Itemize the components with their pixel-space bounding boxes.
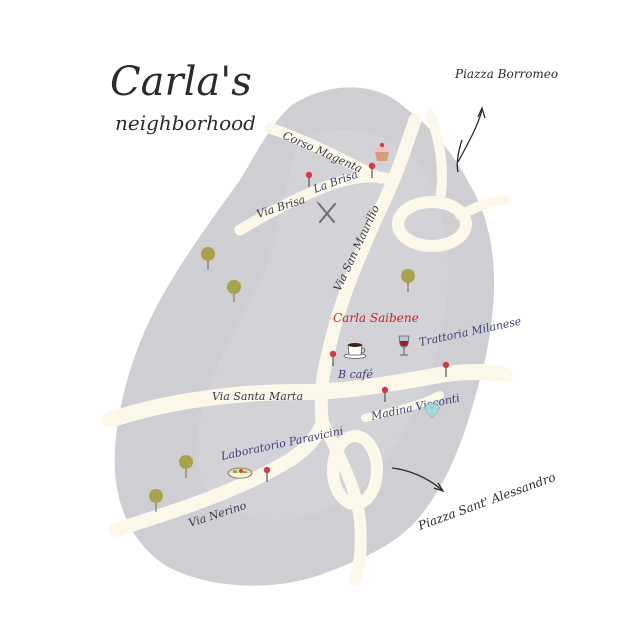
wine-glass-icon <box>398 335 410 356</box>
bowl-icon <box>227 467 253 479</box>
tree-icon <box>227 280 241 302</box>
tree-icon <box>201 247 215 270</box>
place-label-b-cafe[interactable]: B café <box>337 368 373 381</box>
pins <box>263 162 450 482</box>
title-line2: neighborhood <box>115 111 256 135</box>
map-pin-icon[interactable] <box>368 162 376 178</box>
arrow-icon-borromeo <box>456 106 486 173</box>
map-pin-icon[interactable] <box>442 361 450 377</box>
road-via-brisa <box>234 171 391 236</box>
diamond-icon <box>423 403 441 419</box>
trees <box>149 247 415 512</box>
arrow-icon-santalessandro <box>391 467 445 493</box>
road-roundabout-south <box>327 430 383 510</box>
coffee-cup-icon <box>343 343 367 359</box>
outside-label-piazza-borromeo: Piazza Borromeo <box>454 67 558 81</box>
map-pin-icon[interactable] <box>263 466 271 482</box>
tree-icon <box>179 455 193 478</box>
fork-knife-icon <box>316 201 336 223</box>
map-pin-icon[interactable] <box>329 350 337 366</box>
street-label-via-santa-marta: Via Santa Marta <box>212 390 303 403</box>
road-via-san-maurilio <box>314 113 422 427</box>
tree-icon <box>149 489 163 512</box>
map-pin-icon[interactable] <box>305 171 313 187</box>
road-east-branch <box>455 195 510 220</box>
district-shading <box>196 129 449 521</box>
road-borromeo-branch <box>425 110 447 205</box>
road-roundabout-north <box>392 196 472 252</box>
road-east-small <box>361 391 444 422</box>
title-line1: Carla's <box>110 59 252 105</box>
tree-icon <box>401 269 415 292</box>
map-pin-icon[interactable] <box>381 386 389 402</box>
cupcake-icon <box>374 142 390 161</box>
roads <box>102 110 513 586</box>
road-corso-magenta <box>264 122 386 184</box>
road-south-branch <box>316 414 367 586</box>
road-via-santa-marta <box>102 363 513 428</box>
place-label-carla-saibene[interactable]: Carla Saibene <box>333 311 419 325</box>
